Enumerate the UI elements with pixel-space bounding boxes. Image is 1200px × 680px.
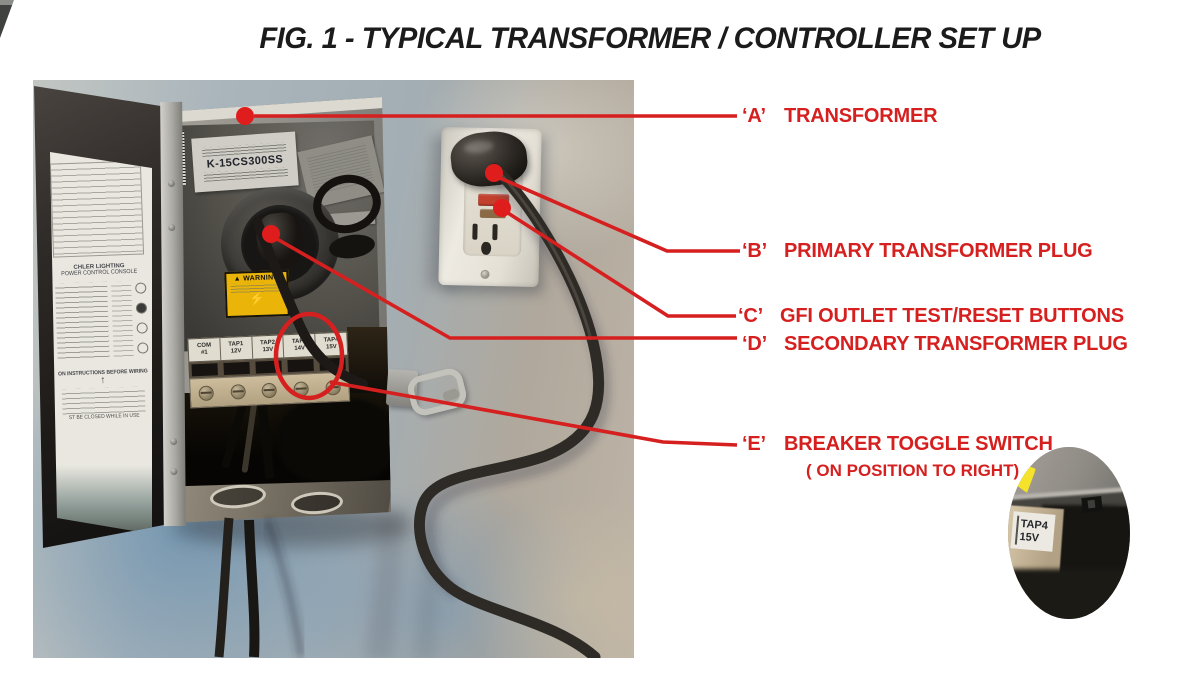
callout-label-b: ‘B’PRIMARY TRANSFORMER PLUG [742, 240, 1093, 262]
inset-label-line: 15V [1019, 530, 1040, 545]
output-cable [244, 519, 260, 658]
inset-tap4-label: TAP4 15V [1010, 511, 1056, 552]
callout-label-e: ‘E’BREAKER TOGGLE SWITCH [742, 433, 1053, 455]
cables-layer [214, 162, 612, 658]
corner-photo-fragment [0, 0, 14, 38]
callout-label-c: ‘C’GFI OUTLET TEST/RESET BUTTONS [738, 305, 1124, 327]
cable-shadow [263, 518, 305, 658]
transformer-photo: K-15CS300SS ▲ WARNING ⚡ [33, 80, 634, 658]
breaker-detail-inset: TAP4 15V [1008, 447, 1130, 619]
callout-label-a: ‘A’TRANSFORMER [742, 105, 938, 127]
callout-label-d: ‘D’SECONDARY TRANSFORMER PLUG [742, 333, 1128, 355]
primary-plug-cable [414, 162, 605, 658]
inset-blur-bottom [1008, 569, 1130, 619]
output-cable [214, 517, 234, 658]
cable-shadow [420, 179, 612, 600]
inset-breaker-toggle [1081, 495, 1103, 514]
figure-title: FIG. 1 - TYPICAL TRANSFORMER / CONTROLLE… [259, 22, 1041, 55]
callout-note-e: ( ON POSITION TO RIGHT) [806, 461, 1020, 480]
secondary-plug-cable [252, 217, 368, 389]
